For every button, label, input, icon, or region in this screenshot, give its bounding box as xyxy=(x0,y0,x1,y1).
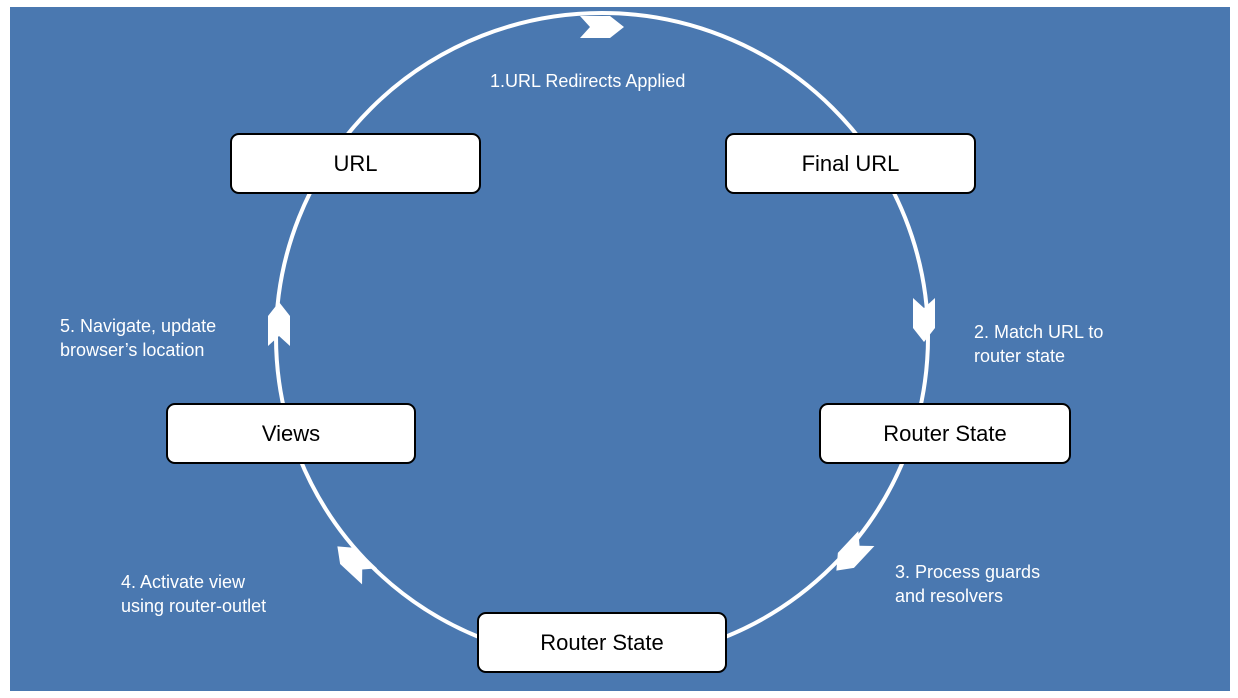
arrow-left-icon xyxy=(268,302,290,346)
node-router-state-right: Router State xyxy=(819,403,1071,464)
diagram-background: URL Final URL Router State Router State … xyxy=(10,7,1230,691)
step-5-label: 5. Navigate, update browser’s location xyxy=(60,314,216,362)
node-router-state-bottom: Router State xyxy=(477,612,727,673)
arrow-lower-left-icon xyxy=(337,546,378,585)
step-4-line-2: using router-outlet xyxy=(121,596,267,616)
arrow-right-icon xyxy=(913,298,935,342)
step-3-line-2: and resolvers xyxy=(895,586,1004,606)
step-5-line-1: 5. Navigate, update xyxy=(60,316,217,336)
step-3-label: 3. Process guards and resolvers xyxy=(895,560,1040,608)
step-1-line-1: 1.URL Redirects Applied xyxy=(490,71,686,91)
step-1-label: 1.URL Redirects Applied xyxy=(490,69,685,93)
node-final-url: Final URL xyxy=(725,133,976,194)
arrow-lower-right-icon xyxy=(836,530,875,571)
cycle-ring xyxy=(274,11,930,663)
step-4-label: 4. Activate view using router-outlet xyxy=(121,570,266,618)
node-url: URL xyxy=(230,133,481,194)
step-2-line-2: router state xyxy=(974,346,1066,366)
step-2-label: 2. Match URL to router state xyxy=(974,320,1103,368)
step-4-line-1: 4. Activate view xyxy=(121,572,246,592)
node-views: Views xyxy=(166,403,416,464)
step-2-line-1: 2. Match URL to xyxy=(974,322,1104,342)
arrow-top-icon xyxy=(580,16,624,38)
step-3-line-1: 3. Process guards xyxy=(895,562,1041,582)
step-5-line-2: browser’s location xyxy=(60,340,205,360)
